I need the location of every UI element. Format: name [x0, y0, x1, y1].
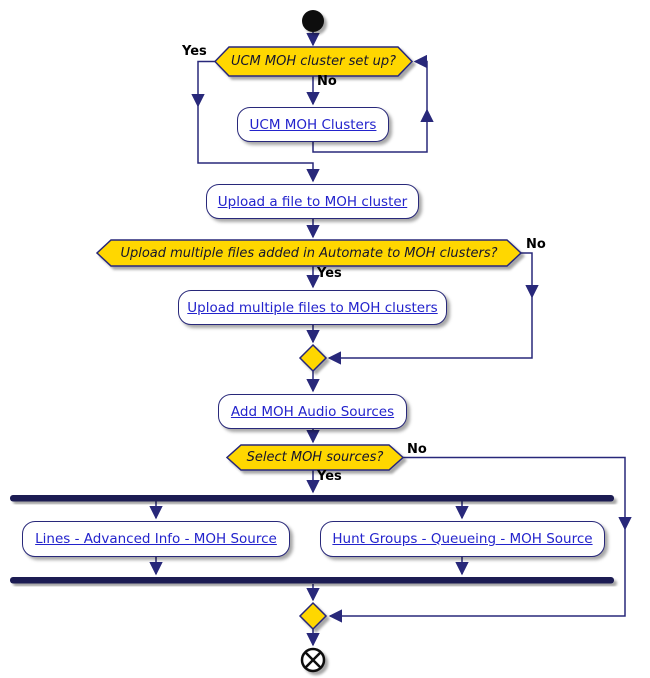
connector-decision1-yes-to-upload-file [197, 106, 320, 183]
decision3-hexagon [225, 444, 405, 471]
end-node-icon [300, 647, 326, 673]
start-node-icon [302, 10, 324, 32]
fork-bar [10, 495, 614, 502]
connector-decision1-yes-down [191, 60, 215, 108]
decision2-yes-label: Yes [317, 266, 342, 281]
activity-ucm-moh-clusters: UCM MOH Clusters [237, 107, 389, 142]
decision2-hexagon [95, 239, 523, 267]
merge1-diamond-icon [298, 343, 328, 373]
activity-upload-file-to-moh-cluster: Upload a file to MOH cluster [206, 184, 419, 219]
connector-loop-back-to-decision1 [413, 54, 428, 110]
decision1-hexagon [213, 46, 414, 77]
merge2-diamond-icon [298, 601, 328, 631]
decision3-yes-label: Yes [317, 469, 342, 484]
activity-add-moh-audio-sources: Add MOH Audio Sources [218, 394, 407, 429]
decision1-no-label: No [317, 74, 337, 89]
join-bar [10, 577, 614, 584]
activity-upload-multiple-files: Upload multiple files to MOH clusters [178, 290, 447, 325]
hunt-groups-queueing-moh-source-link[interactable]: Hunt Groups - Queueing - MOH Source [332, 531, 593, 547]
connector-decision3-no-down [403, 456, 632, 531]
decision2-no-label: No [526, 237, 546, 252]
activity-lines-advanced-info-moh-source: Lines - Advanced Info - MOH Source [22, 521, 290, 557]
activity-hunt-groups-queueing-moh-source: Hunt Groups - Queueing - MOH Source [320, 521, 605, 557]
upload-file-to-moh-cluster-link[interactable]: Upload a file to MOH cluster [217, 193, 408, 210]
connector-decision2-no-to-merge1 [327, 297, 533, 365]
add-moh-audio-sources-link[interactable]: Add MOH Audio Sources [230, 403, 395, 420]
ucm-moh-clusters-link[interactable]: UCM MOH Clusters [249, 116, 377, 133]
decision3-no-label: No [407, 442, 427, 457]
upload-multiple-files-link[interactable]: Upload multiple files to MOH clusters [187, 299, 438, 316]
decision1-yes-label: Yes [182, 44, 207, 59]
lines-advanced-info-moh-source-link[interactable]: Lines - Advanced Info - MOH Source [35, 531, 277, 547]
connector-decision3-no-to-merge2 [328, 529, 626, 623]
connector-ucm-clusters-loop-up [312, 108, 434, 153]
connector-decision2-no-down [521, 252, 539, 299]
